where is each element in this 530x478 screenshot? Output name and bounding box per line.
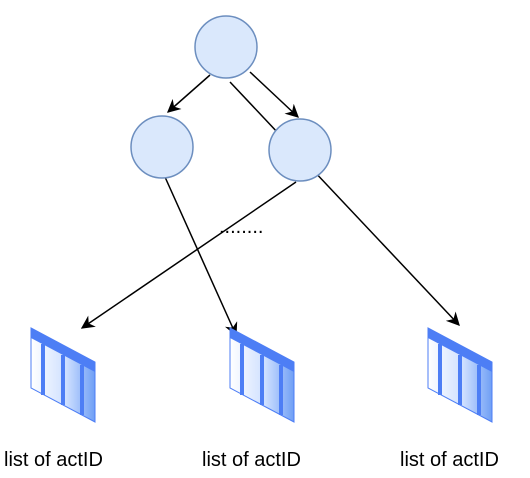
- table-label-3: list of actID: [400, 449, 499, 471]
- tree-node-right-child: [268, 118, 332, 182]
- tree-node-left-child: [130, 115, 194, 179]
- table-icon-2: [229, 327, 295, 423]
- edge-left-child-to-table-2: [164, 176, 238, 337]
- omitted-nodes-ellipsis: ........: [219, 216, 264, 238]
- table-icon-1: [30, 327, 96, 423]
- edge-root-to-right-child: [249, 71, 299, 118]
- edge-right-child-to-table-1: [80, 181, 297, 329]
- edge-root-to-table-3: [229, 81, 460, 326]
- edge-root-to-left-child: [166, 74, 211, 113]
- table-icon-3: [427, 327, 493, 423]
- table-label-1: list of actID: [4, 449, 103, 471]
- tree-node-root: [194, 15, 258, 79]
- table-label-2: list of actID: [202, 449, 301, 471]
